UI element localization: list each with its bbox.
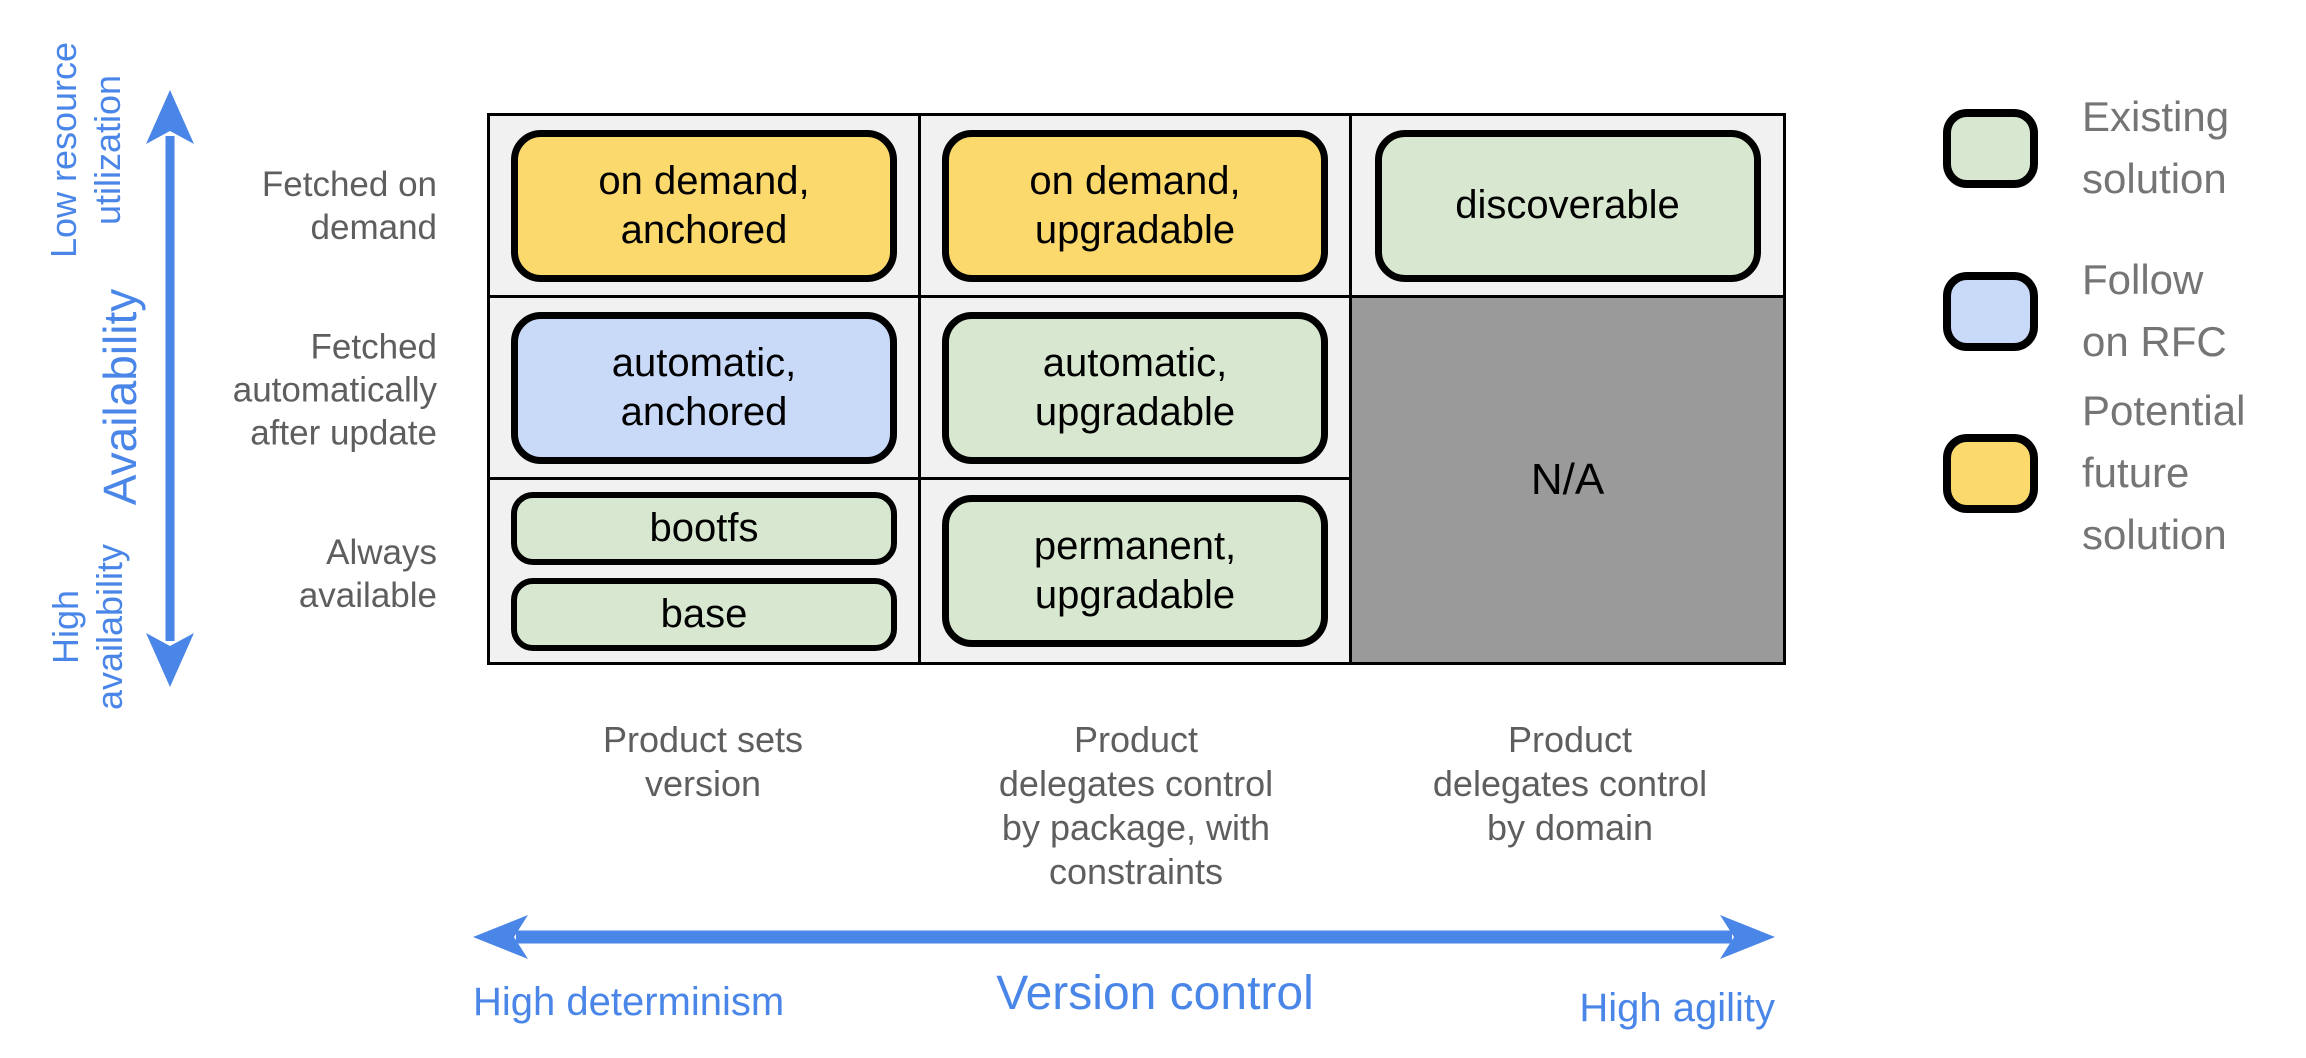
cell-fetched-on-demand-delegates-by-domain: discoverable xyxy=(1352,116,1783,298)
cell-fetched-on-demand-delegates-by-package: on demand, upgradable xyxy=(921,116,1352,298)
cell-not-applicable: N/A xyxy=(1352,298,1783,662)
y-axis-top-label: Low resource utilization xyxy=(43,41,128,259)
x-axis-right-label: High agility xyxy=(1579,986,1775,1030)
y-axis-bottom-label: High availability xyxy=(45,543,130,711)
potential-future-solution-swatch-icon xyxy=(1943,433,2038,513)
pill-on-demand-upgradable: on demand, upgradable xyxy=(942,129,1328,282)
existing-solution-swatch-icon xyxy=(1943,108,2038,188)
legend-item-existing-solution: Existing solution xyxy=(1943,86,2229,210)
matrix-grid: on demand, anchored on demand, upgradabl… xyxy=(487,113,1786,665)
availability-axis-arrow xyxy=(146,90,194,687)
legend-label-potential-future-solution: Potential future solution xyxy=(2082,387,2246,558)
pill-automatic-anchored: automatic, anchored xyxy=(511,311,897,464)
x-axis-left-label: High determinism xyxy=(473,980,785,1024)
bootfs-base-stack: bootfs base xyxy=(511,491,897,651)
column-label-delegates-by-package: Product delegates control by package, wi… xyxy=(998,719,1274,892)
legend-item-potential-future-solution: Potential future solution xyxy=(1943,380,2245,566)
row-label-always-available: Always available xyxy=(298,533,437,615)
cell-fetched-automatically-delegates-by-package: automatic, upgradable xyxy=(921,298,1352,480)
cell-fetched-automatically-product-sets-version: automatic, anchored xyxy=(490,298,921,480)
version-control-axis-arrow xyxy=(473,915,1775,959)
cell-fetched-on-demand-product-sets-version: on demand, anchored xyxy=(490,116,921,298)
column-label-product-sets-version: Product sets version xyxy=(602,719,804,804)
pill-automatic-upgradable: automatic, upgradable xyxy=(942,311,1328,464)
row-label-fetched-on-demand: Fetched on demand xyxy=(261,165,437,247)
row-label-fetched-automatically: Fetched automatically after update xyxy=(232,327,437,453)
y-axis-title: Availability xyxy=(94,288,146,506)
legend-label-existing-solution: Existing solution xyxy=(2082,93,2230,202)
follow-on-rfc-swatch-icon xyxy=(1943,271,2038,351)
column-label-delegates-by-domain: Product delegates control by domain xyxy=(1432,719,1708,848)
pill-permanent-upgradable: permanent, upgradable xyxy=(942,495,1328,647)
pill-discoverable: discoverable xyxy=(1374,129,1761,282)
pill-on-demand-anchored: on demand, anchored xyxy=(511,129,897,282)
cell-always-available-product-sets-version: bootfs base xyxy=(490,480,921,662)
pill-base: base xyxy=(511,577,897,651)
pill-bootfs: bootfs xyxy=(511,491,897,565)
x-axis-title: Version control xyxy=(996,967,1314,1020)
cell-always-available-delegates-by-package: permanent, upgradable xyxy=(921,480,1352,662)
legend-label-follow-on-rfc: Follow on RFC xyxy=(2082,256,2227,365)
legend-item-follow-on-rfc: Follow on RFC xyxy=(1943,249,2227,373)
